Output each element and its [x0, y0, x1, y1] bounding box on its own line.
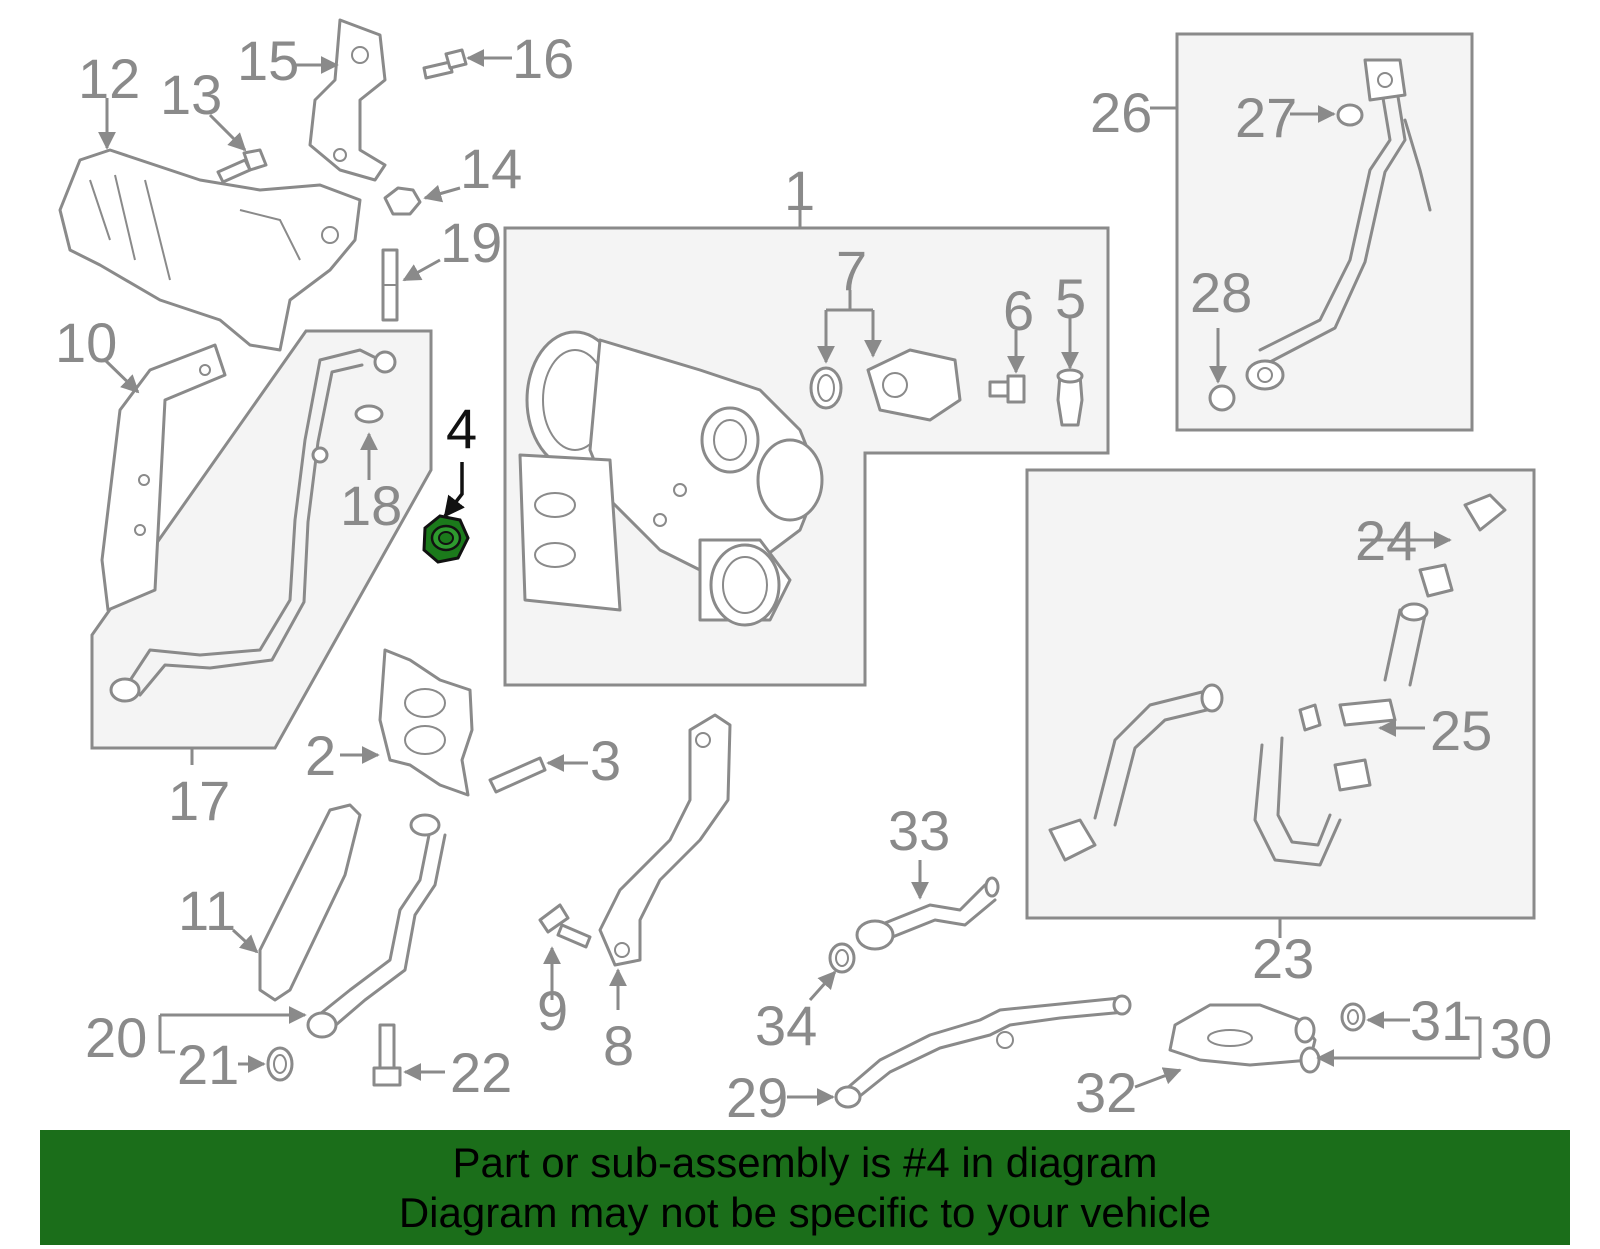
housing-part-32	[1134, 1003, 1321, 1089]
label-33: 33	[888, 799, 950, 862]
label-12: 12	[78, 47, 140, 110]
oil-feed-box-17	[90, 329, 433, 765]
label-34: 34	[755, 994, 817, 1057]
label-18: 18	[340, 474, 402, 537]
label-28: 28	[1190, 261, 1252, 324]
label-15: 15	[237, 29, 299, 92]
label-13: 13	[160, 63, 222, 126]
pipe-part-20	[158, 813, 447, 1052]
bolt-part-16	[422, 48, 512, 80]
bracket-part-11	[231, 803, 362, 1002]
banner-line-1: Part or sub-assembly is #4 in diagram	[452, 1139, 1158, 1186]
bolt-part-6	[988, 330, 1026, 404]
banner-line-2: Diagram may not be specific to your vehi…	[398, 1189, 1212, 1236]
label-25: 25	[1430, 699, 1492, 762]
label-4: 4	[446, 397, 477, 460]
label-29: 29	[726, 1066, 788, 1129]
label-22: 22	[450, 1041, 512, 1104]
actuator-part-7	[809, 290, 962, 422]
ring-part-31	[1340, 1002, 1410, 1032]
label-2: 2	[305, 724, 336, 787]
coolant-hose-box-23	[1025, 468, 1536, 938]
label-7: 7	[836, 239, 867, 302]
oil-line-box-26	[1150, 32, 1474, 432]
leader-part-30	[1316, 1016, 1482, 1067]
label-16: 16	[512, 27, 574, 90]
bolt-part-13	[208, 113, 268, 184]
ring-part-21	[160, 1046, 294, 1082]
stud-part-3	[488, 754, 588, 794]
bolt-part-22	[372, 1023, 445, 1087]
highlighted-nut-part-4	[422, 462, 470, 564]
label-17: 17	[168, 769, 230, 832]
label-14: 14	[460, 137, 522, 200]
bracket-part-15	[295, 18, 387, 182]
label-9: 9	[537, 979, 568, 1042]
label-20: 20	[85, 1006, 147, 1069]
label-6: 6	[1003, 279, 1034, 342]
bracket-part-10	[100, 343, 227, 612]
label-8: 8	[603, 1014, 634, 1077]
pipe-part-29	[787, 994, 1132, 1109]
gasket-part-14	[383, 184, 461, 216]
sensor-part-5	[1056, 318, 1084, 427]
label-30: 30	[1490, 1007, 1552, 1070]
label-19: 19	[440, 211, 502, 274]
label-31: 31	[1410, 989, 1472, 1052]
label-1: 1	[784, 159, 815, 222]
label-27: 27	[1235, 86, 1297, 149]
gasket-part-2	[340, 648, 474, 797]
bracket-part-8	[598, 713, 732, 1010]
label-10: 10	[55, 311, 117, 374]
info-banner: Part or sub-assembly is #4 in diagram Di…	[40, 1130, 1570, 1245]
heat-shield-part-12	[58, 98, 362, 352]
bolt-part-9	[538, 903, 592, 1000]
label-32: 32	[1075, 1061, 1137, 1124]
ring-part-34	[808, 942, 856, 1001]
pipe-part-33	[855, 860, 1000, 951]
label-24: 24	[1355, 509, 1417, 572]
turbocharger-part	[518, 330, 824, 627]
label-3: 3	[590, 729, 621, 792]
label-11: 11	[178, 879, 236, 942]
label-23: 23	[1252, 927, 1314, 990]
label-26: 26	[1090, 81, 1152, 144]
label-5: 5	[1055, 267, 1086, 330]
stud-part-19	[381, 248, 441, 322]
label-21: 21	[177, 1033, 239, 1096]
